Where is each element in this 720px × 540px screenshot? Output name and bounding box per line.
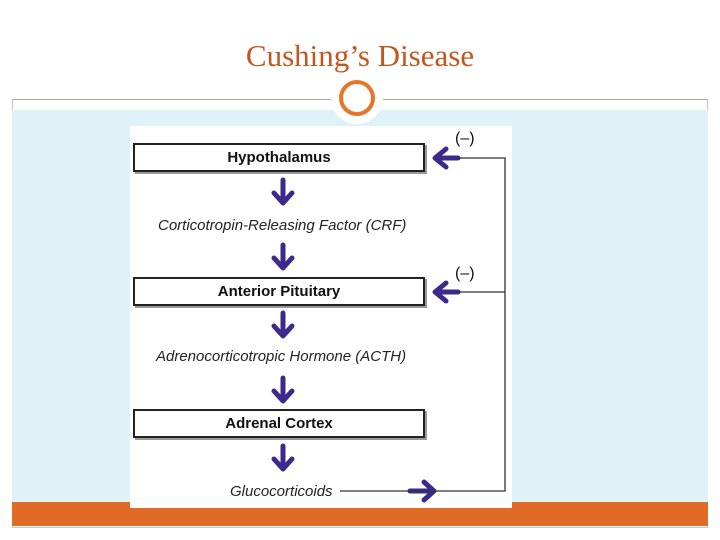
down-arrow-icon	[271, 310, 295, 339]
box-hypothalamus: Hypothalamus	[133, 143, 425, 172]
down-arrow-icon	[271, 443, 295, 472]
feedback-label-hypothalamus: (–)	[455, 130, 475, 147]
title-divider-circle-icon	[339, 80, 375, 116]
down-arrow-icon	[271, 242, 295, 271]
down-arrow-icon	[271, 177, 295, 206]
diagram-panel	[130, 126, 512, 508]
down-arrow-icon	[271, 375, 295, 404]
box-anterior-pituitary: Anterior Pituitary	[133, 277, 425, 306]
feedback-arrow-left-icon	[432, 146, 461, 170]
feedback-arrow-left-icon	[432, 280, 461, 304]
slide-title: Cushing’s Disease	[245, 38, 475, 73]
box-adrenal-cortex: Adrenal Cortex	[133, 409, 425, 438]
feedback-label-pituitary: (–)	[455, 265, 475, 282]
label-glucocorticoids: Glucocorticoids	[230, 483, 333, 500]
feedback-line	[340, 157, 506, 492]
label-acth: Adrenocorticotropic Hormone (ACTH)	[156, 348, 407, 365]
label-crf: Corticotropin-Releasing Factor (CRF)	[158, 217, 407, 234]
